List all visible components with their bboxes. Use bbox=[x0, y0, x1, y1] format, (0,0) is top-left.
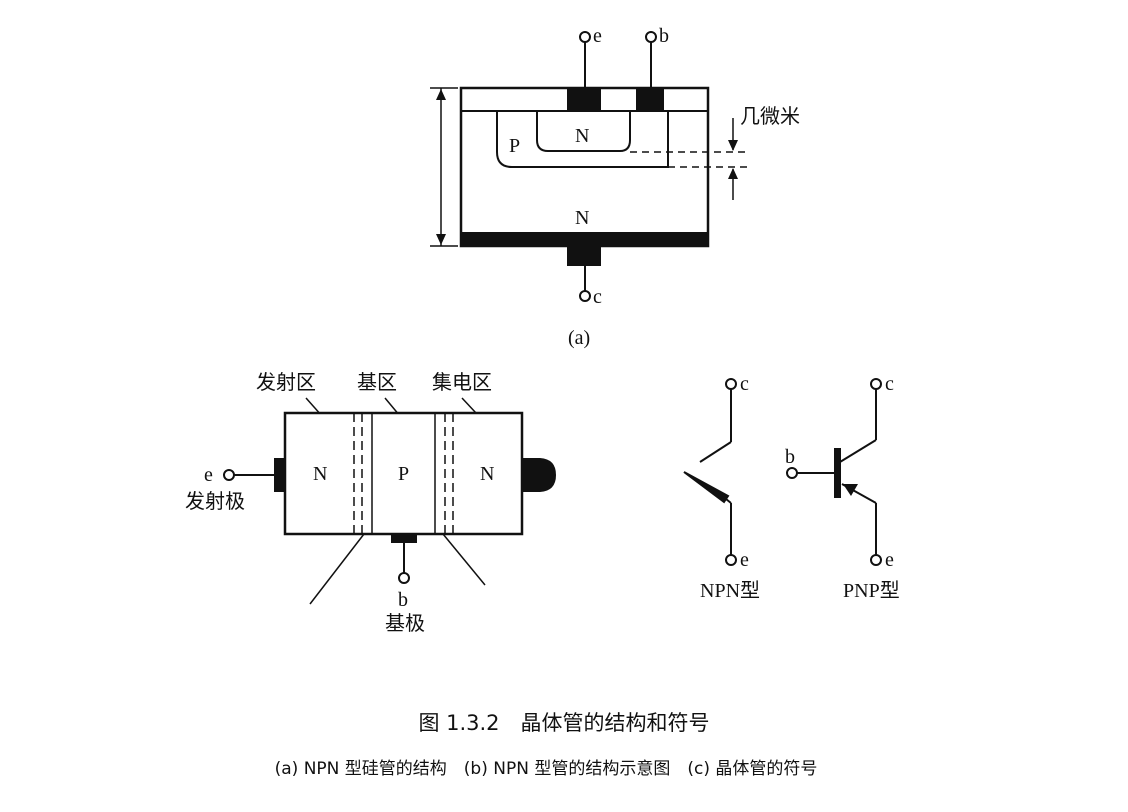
emitter-contact bbox=[567, 88, 601, 112]
npn-terminal-e-label: e bbox=[740, 549, 749, 571]
pnp-symbol: c b e PNP型 bbox=[785, 373, 900, 602]
region-n-substrate-label: N bbox=[575, 207, 589, 229]
pnp-type-label: PNP型 bbox=[843, 579, 900, 602]
region-label-base: 基区 bbox=[357, 370, 397, 394]
pnp-terminal-b-label: b bbox=[785, 446, 795, 468]
pnp-emitter-arrow bbox=[843, 484, 858, 496]
figure-subtitle: (a) NPN 型硅管的结构 (b) NPN 型管的结构示意图 (c) 晶体管的… bbox=[275, 759, 818, 779]
collector-metal-layer bbox=[461, 232, 708, 246]
p-base-region bbox=[496, 111, 669, 168]
npn-emitter-arrow bbox=[683, 471, 730, 504]
pnp-terminal-e-label: e bbox=[885, 549, 894, 571]
region-label-emitter: 发射区 bbox=[256, 370, 316, 394]
terminal-b-label: b bbox=[659, 25, 669, 47]
emitter-electrode-block bbox=[274, 458, 285, 492]
schematic-region-n-right: N bbox=[480, 463, 494, 485]
npn-silicon-structure: e b c P N N 几微米 bbox=[430, 25, 800, 349]
emitter-electrode-label: 发射极 bbox=[185, 489, 245, 513]
schematic-terminal-b-label: b bbox=[398, 589, 408, 611]
terminal-c-circle bbox=[579, 290, 591, 302]
schematic-terminal-b bbox=[398, 572, 410, 584]
schematic-terminal-e-label: e bbox=[204, 464, 213, 486]
collector-electrode-block bbox=[522, 458, 556, 492]
region-p-label: P bbox=[509, 135, 520, 157]
terminal-c-label: c bbox=[593, 286, 602, 308]
terminal-e-label: e bbox=[593, 25, 602, 47]
base-electrode-block bbox=[391, 534, 417, 543]
schematic-region-p: P bbox=[398, 463, 409, 485]
base-electrode-label: 基极 bbox=[385, 611, 425, 635]
schematic-region-n-left: N bbox=[313, 463, 327, 485]
terminal-e-circle bbox=[579, 31, 591, 43]
pnp-base-bar bbox=[834, 448, 841, 498]
npn-schematic: 发射区 基区 集电区 N P N e 发射极 b 基极 bbox=[185, 370, 556, 635]
figure-title: 图 1.3.2 晶体管的结构和符号 bbox=[418, 711, 709, 735]
schematic-terminal-e bbox=[223, 469, 235, 481]
region-label-collector: 集电区 bbox=[432, 370, 492, 394]
pnp-terminal-c-label: c bbox=[885, 373, 894, 395]
sublabel-a: (a) bbox=[568, 327, 590, 349]
npn-type-label: NPN型 bbox=[700, 579, 760, 602]
region-n-emitter-label: N bbox=[575, 125, 589, 147]
n-emitter-region bbox=[536, 111, 631, 152]
base-contact bbox=[636, 88, 664, 112]
npn-symbol: c e NPN型 bbox=[683, 373, 760, 602]
collector-contact bbox=[567, 246, 601, 266]
dimension-label: 几微米 bbox=[740, 104, 800, 128]
npn-terminal-c-label: c bbox=[740, 373, 749, 395]
terminal-b-circle bbox=[645, 31, 657, 43]
